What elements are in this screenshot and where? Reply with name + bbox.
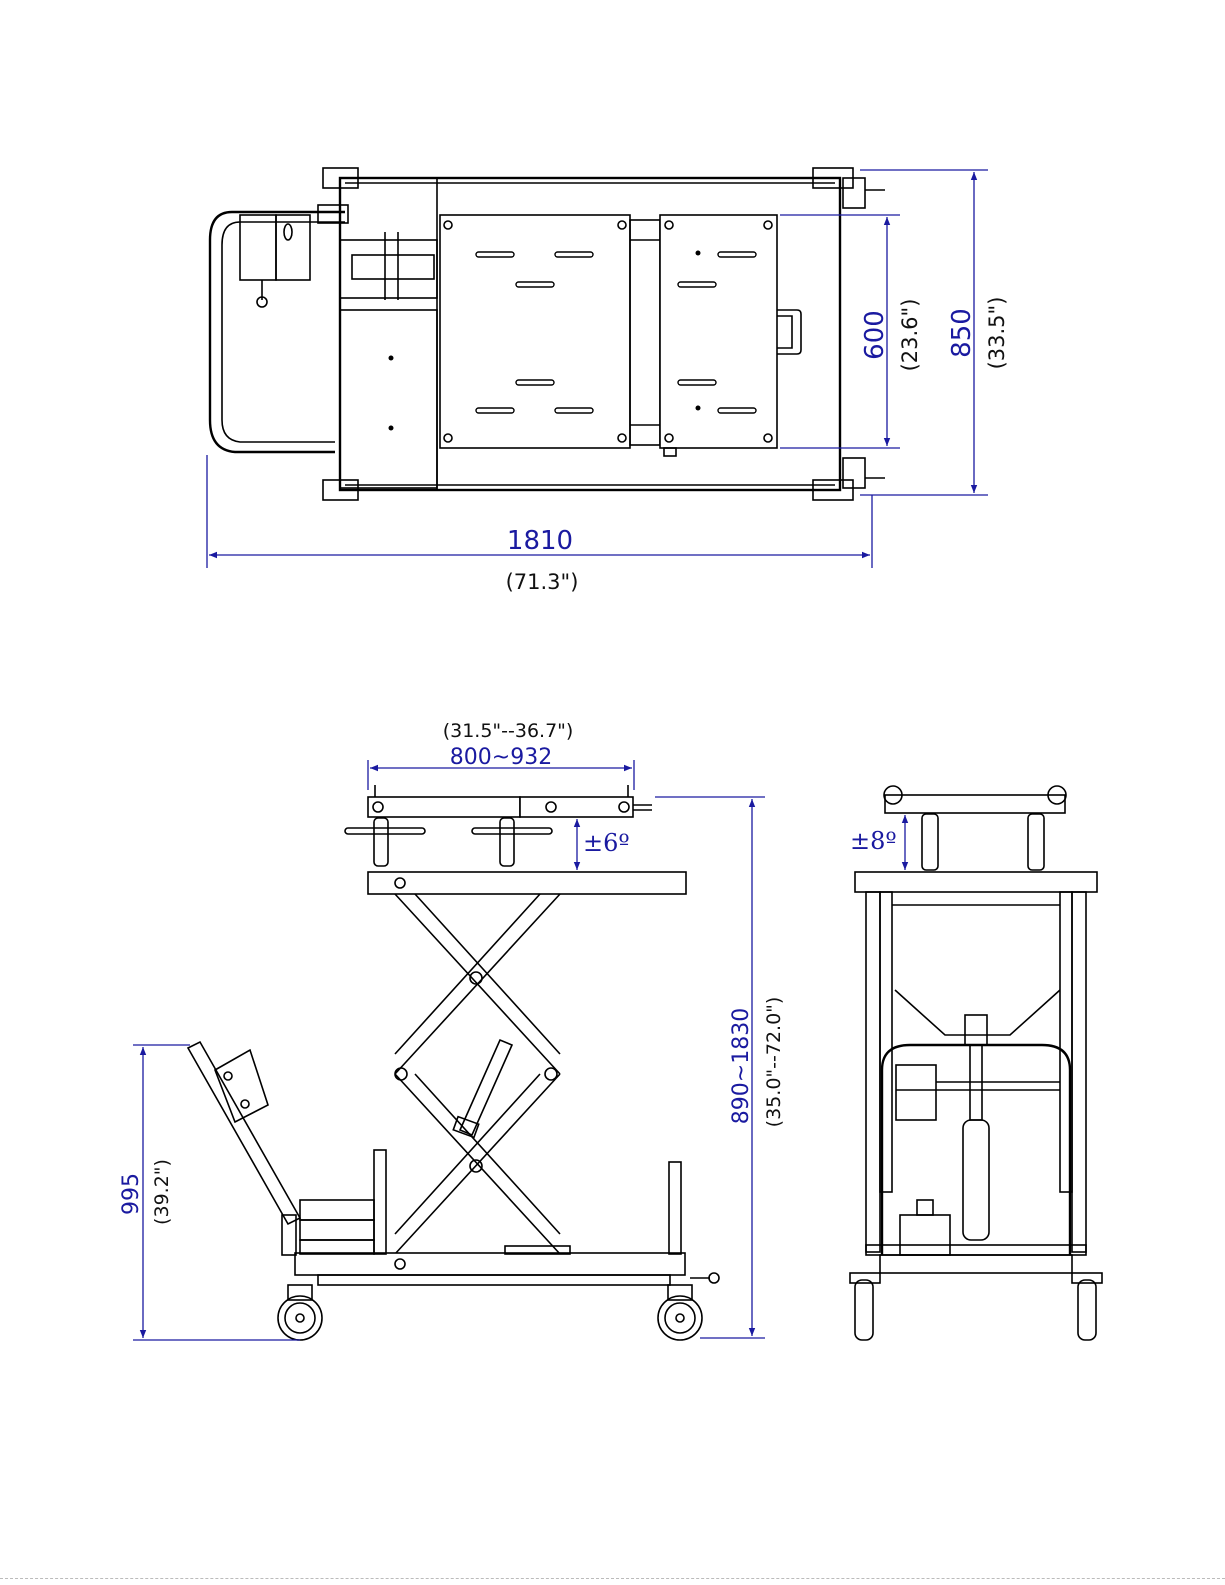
top-plate-large	[440, 215, 630, 448]
travel-in: (31.5"--36.7")	[443, 720, 574, 742]
side-view	[188, 785, 719, 1340]
end-view-dimensions: ±8º	[850, 815, 905, 870]
height-in: (35.0"--72.0")	[763, 997, 785, 1128]
end-view	[850, 786, 1102, 1340]
table-width-in: (23.6")	[898, 299, 922, 372]
frame-width-mm: 850	[947, 308, 977, 358]
top-view	[210, 168, 885, 500]
frame-width-in: (33.5")	[985, 297, 1009, 370]
travel-mm: 800~932	[450, 745, 552, 770]
end-tilt-angle: ±8º	[850, 827, 897, 855]
top-length-mm: 1810	[507, 526, 573, 556]
end-left-wheel	[855, 1280, 873, 1340]
pump-box	[240, 215, 276, 280]
table-width-mm: 600	[860, 310, 890, 360]
handle-height-in: (39.2")	[151, 1159, 173, 1225]
top-length-in: (71.3")	[506, 570, 579, 594]
side-tilt-angle: ±6º	[583, 829, 630, 857]
height-mm: 890~1830	[729, 1008, 754, 1124]
push-handle	[210, 212, 345, 452]
page-edge-line	[0, 1578, 1225, 1579]
end-right-wheel	[1078, 1280, 1096, 1340]
handle-height-mm: 995	[119, 1173, 144, 1215]
